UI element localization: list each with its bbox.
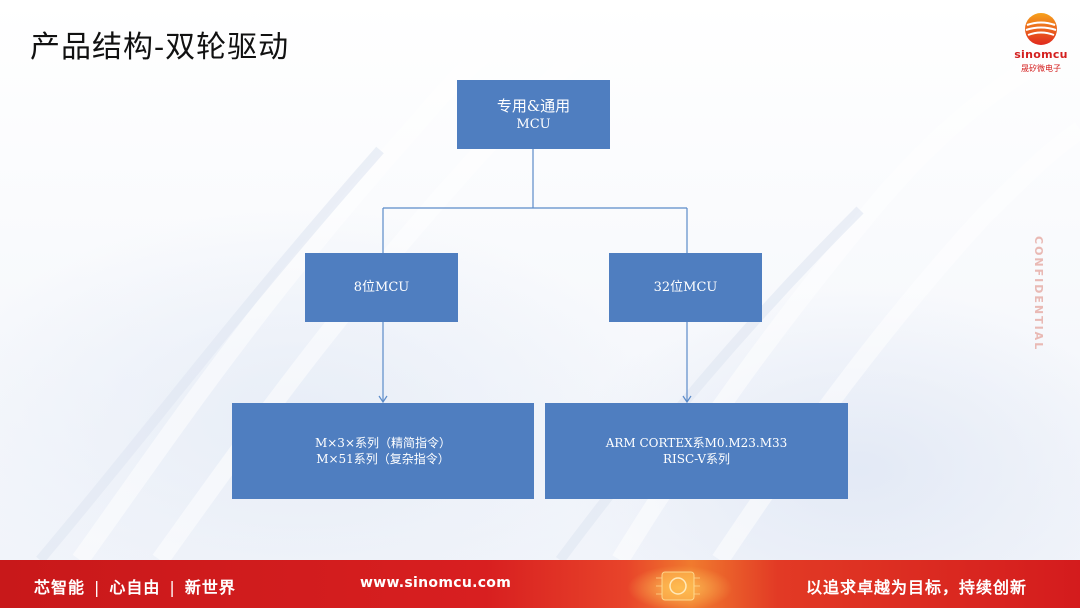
node-32bit-mcu-label: 32位MCU — [653, 279, 718, 295]
node-8bit-mcu-label: 8位MCU — [353, 279, 410, 295]
diagram-connectors — [378, 149, 692, 404]
logo-brand-text: sinomcu — [1014, 48, 1068, 61]
node-general-mcu-line1: 专用&通用 — [496, 96, 571, 115]
slogan-item: 芯智能 — [34, 578, 86, 597]
node-32bit-series-line2: RISC-V系列 — [662, 452, 731, 466]
node-32bit-series: ARM CORTEX系M0.M23.M33 RISC-V系列 — [545, 403, 848, 499]
chip-icon — [656, 571, 700, 601]
slogan-separator: | — [94, 578, 101, 597]
slogan-separator: | — [169, 578, 176, 597]
node-32bit-mcu: 32位MCU — [609, 253, 762, 322]
node-8bit-series-line1: M×3×系列（精简指令） — [314, 435, 452, 450]
sun-logo-icon — [1025, 13, 1057, 45]
node-8bit-series: M×3×系列（精简指令） M×51系列（复杂指令） — [232, 403, 534, 499]
slogan-item: 新世界 — [184, 578, 236, 597]
footer-banner: 芯智能 | 心自由 | 新世界 www.sinomcu.com 以追求卓越为目标，持续创… — [0, 560, 1080, 608]
page-title: 产品结构-双轮驱动 — [30, 30, 290, 65]
node-8bit-series-line2: M×51系列（复杂指令） — [316, 452, 450, 466]
footer-slogan-left: 芯智能 | 心自由 | 新世界 — [34, 574, 236, 598]
logo-brand-cn: 晟矽微电子 — [1021, 64, 1061, 73]
footer-website-link[interactable]: www.sinomcu.com — [360, 575, 512, 591]
node-general-mcu-line2: MCU — [516, 116, 551, 132]
node-8bit-mcu: 8位MCU — [305, 253, 458, 322]
node-general-mcu: 专用&通用 MCU — [457, 80, 610, 149]
company-logo: sinomcu 晟矽微电子 — [1012, 12, 1070, 78]
node-32bit-series-line1: ARM CORTEX系M0.M23.M33 — [605, 435, 788, 450]
confidential-watermark: CONFIDENTIAL — [1032, 236, 1045, 352]
slogan-item: 心自由 — [109, 578, 161, 597]
footer-slogan-right: 以追求卓越为目标，持续创新 — [806, 578, 1028, 597]
